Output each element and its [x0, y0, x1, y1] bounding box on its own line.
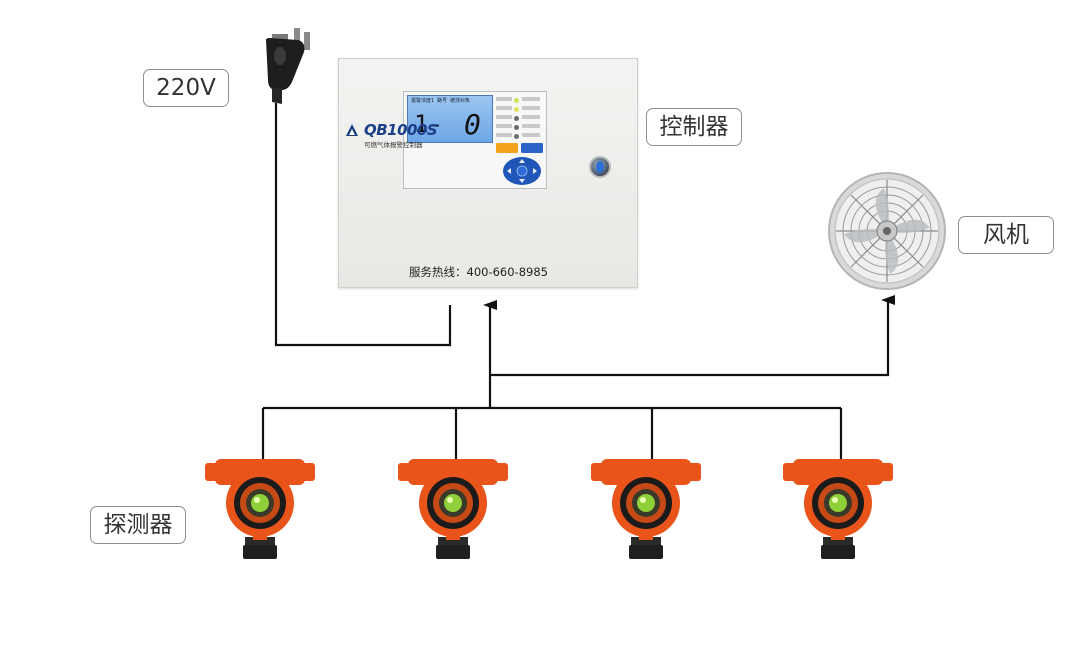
lcd-value: 0 — [464, 108, 481, 141]
fan-label: 风机 — [958, 216, 1054, 254]
lcd-channel: 1- — [414, 110, 443, 138]
key-lock-icon[interactable] — [589, 156, 611, 178]
power-label: 220V — [143, 69, 229, 107]
gas-detector-icon — [205, 459, 315, 559]
lcd-display: 报警浓度1 路号 被测对象 1- 0 — [407, 95, 493, 143]
model-name: QB1000S — [364, 121, 438, 139]
controller-label: 控制器 — [646, 108, 742, 146]
gas-detector-icon — [398, 459, 508, 559]
service-hotline: 服务热线：400-660-8985 — [409, 265, 548, 279]
brand-logo-icon — [346, 124, 358, 136]
power-plug-icon — [266, 28, 310, 104]
detector-label: 探测器 — [90, 506, 186, 544]
gas-alarm-controller: 报警浓度1 路号 被测对象 1- 0 QB1000S 可燃气体报警控制器 服务热… — [338, 58, 638, 288]
power-cable — [274, 103, 452, 347]
keypad-icon[interactable] — [502, 156, 542, 186]
control-panel: 报警浓度1 路号 被测对象 1- 0 — [403, 91, 547, 189]
gas-detector-icon — [783, 459, 893, 559]
model-subtitle: 可燃气体报警控制器 — [364, 141, 423, 149]
gas-detector-icon — [591, 459, 701, 559]
lcd-header-text: 报警浓度1 路号 被测对象 — [411, 98, 471, 104]
signal-line-to-fan — [490, 295, 895, 377]
menu-button-icon[interactable] — [496, 142, 544, 154]
fan-icon — [828, 172, 946, 290]
status-leds — [496, 96, 544, 141]
